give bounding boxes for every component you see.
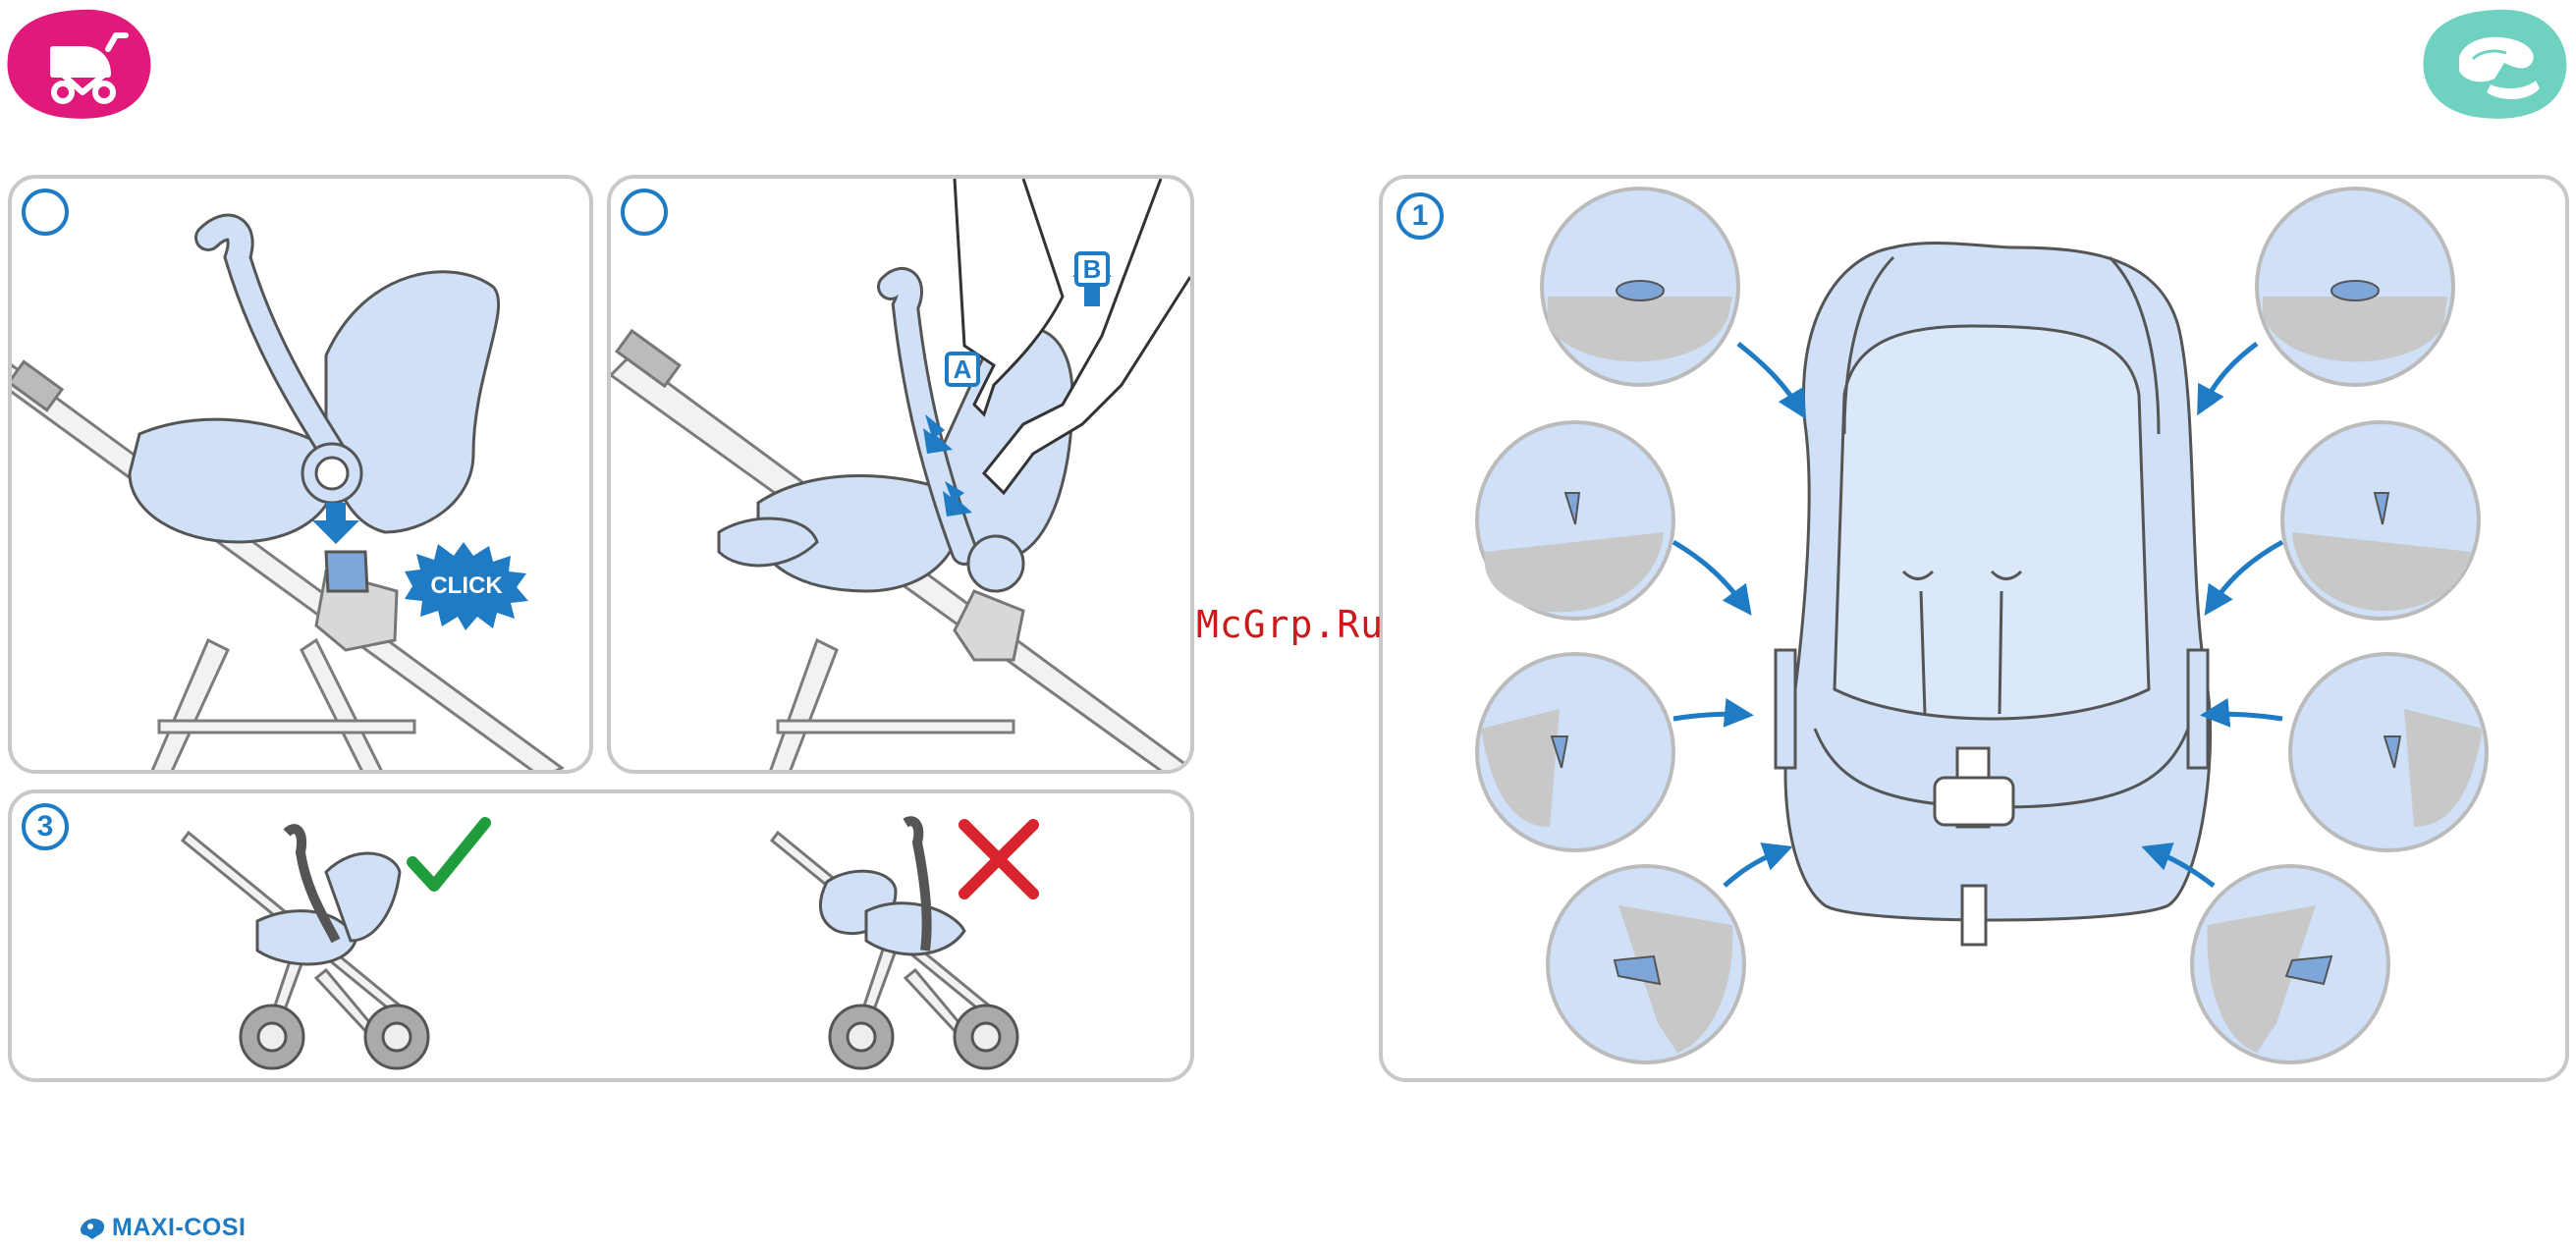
watermark-text: McGrp.Ru (1196, 603, 1384, 646)
car-seat-front-view (1776, 244, 2211, 945)
brand-logo: MAXI-COSI (79, 1214, 246, 1242)
washing-hand-icon (2422, 6, 2569, 122)
step-number: 3 (22, 803, 69, 850)
step-panel-remove: A B (607, 175, 1194, 774)
label-a: A (945, 352, 980, 387)
check-mark-icon (405, 813, 493, 901)
click-label: CLICK (403, 542, 530, 630)
step-panel-attach: CLICK (8, 175, 593, 774)
car-seat-attach-illustration (12, 179, 593, 774)
seat-cover-illustration (1383, 179, 2569, 1082)
cross-mark-icon (955, 815, 1043, 903)
click-burst: CLICK (403, 542, 530, 630)
step-panel-cover: 1 (1379, 175, 2569, 1082)
label-b: B (1074, 251, 1110, 287)
care-badge (2422, 6, 2569, 122)
stroller-badge (6, 6, 153, 122)
maxi-cosi-logo-icon (79, 1216, 106, 1241)
brand-name: MAXI-COSI (112, 1214, 246, 1242)
wheel-icon (241, 1006, 428, 1068)
stroller-icon (6, 6, 153, 122)
step-panel-orientation: 3 (8, 789, 1194, 1082)
